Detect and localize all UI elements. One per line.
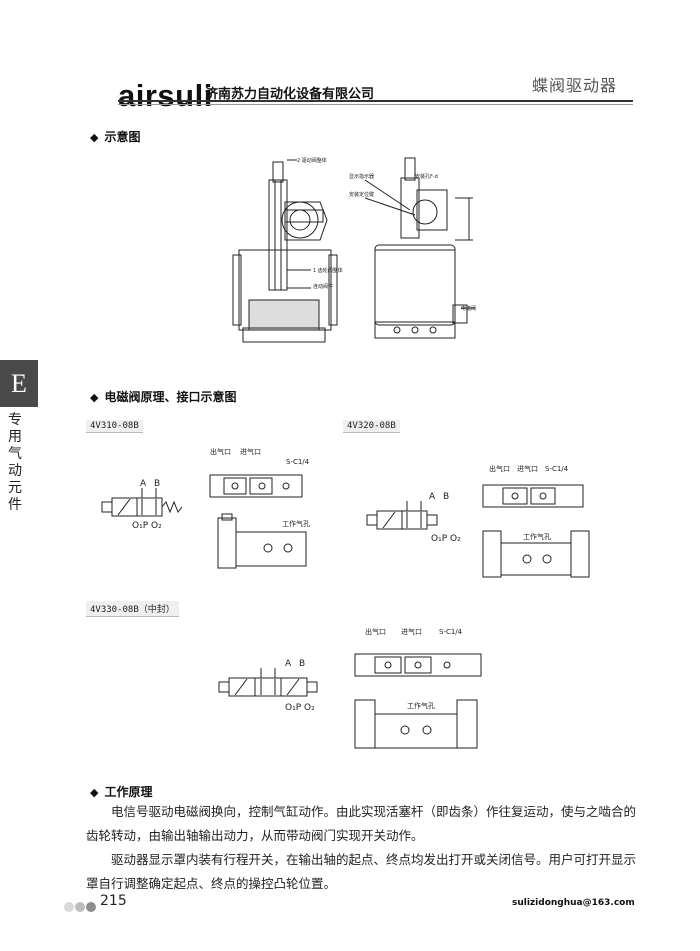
label-port-size: S-C1/4 — [286, 458, 310, 466]
section-diagram-title-text: 示意图 — [104, 130, 141, 144]
company-name: 济南苏力自动化设备有限公司 — [205, 87, 375, 102]
label-mount-hole: 安装孔F-d — [415, 173, 438, 180]
port-a: A — [429, 492, 436, 502]
port-o1-p-o2: O₁P O₂ — [431, 534, 461, 544]
label-link-valve: 连动阀件 — [313, 283, 333, 290]
valve-4v310-diagram: A B O₁P O₂ 出气口 进气口 S-C1/4 工作气孔 — [101, 447, 310, 569]
label-work-port: 工作气孔 — [282, 519, 310, 528]
section-working-title: ◆ 工作原理 — [90, 783, 152, 800]
page-dots — [64, 897, 97, 916]
diamond-bullet-icon: ◆ — [90, 131, 99, 144]
port-b: B — [443, 492, 449, 502]
label-gear-valve: 1 齿轮阀整体 — [313, 267, 343, 274]
port-b: B — [299, 659, 305, 669]
valve-4v330-diagram: A B O₁P O₂ 出气口 进气口 S-C1/4 工作气孔 — [218, 627, 482, 749]
model-label-330: 4V330-08B（中封） — [86, 601, 179, 617]
label-inlet: 进气口 — [240, 447, 261, 456]
working-paragraph-1: 电信号驱动电磁阀换向，控制气缸动作。由此实现活塞杆（即齿条）作往复运动，使与之啮… — [86, 804, 637, 843]
section-solenoid-title: ◆ 电磁阀原理、接口示意图 — [90, 388, 236, 405]
port-b: B — [154, 479, 160, 489]
label-port-size: S-C1/4 — [439, 628, 463, 636]
label-outlet: 出气口 — [210, 447, 231, 456]
shaft-top-left — [272, 161, 284, 183]
section-diagram-title: ◆ 示意图 — [90, 128, 140, 145]
shaft-left — [268, 179, 288, 291]
label-work-port: 工作气孔 — [407, 701, 435, 710]
label-work-port: 工作气孔 — [523, 532, 551, 541]
port-o1-p-o2: O₁P O₂ — [132, 521, 162, 531]
section-tab: E — [0, 360, 38, 407]
label-drive-valve: 2 驱动阀整体 — [297, 157, 327, 164]
header-rule-thin — [118, 104, 633, 105]
brand-logo: airsuli — [118, 78, 213, 113]
dot-icon — [64, 902, 74, 912]
section-tab-label: 专用气动元件 — [8, 412, 22, 513]
port-a: A — [140, 479, 147, 489]
cylinder-right — [374, 244, 456, 326]
label-inlet: 进气口 — [401, 627, 422, 636]
label-indicator: 显示指示器 — [349, 173, 374, 180]
label-outlet: 出气口 — [365, 627, 386, 636]
dot-icon — [75, 902, 85, 912]
page-category: 蝶阀驱动器 — [532, 76, 618, 95]
label-outlet: 出气口 — [489, 464, 510, 473]
model-label-310: 4V310-08B — [86, 420, 143, 433]
label-solenoid: 电磁阀 — [461, 305, 476, 312]
header-rule — [118, 100, 633, 102]
label-positioning-key: 安装定位键 — [349, 191, 374, 198]
contact-email: sulizidonghua@163.com — [512, 898, 635, 908]
valve-4v320-diagram: A B O₁P O₂ 出气口 进气口 S-C1/4 工作气孔 — [366, 464, 590, 578]
model-label-320: 4V320-08B — [343, 420, 400, 433]
working-paragraph-2: 驱动器显示罩内装有行程开关，在输出轴的起点、终点均发出打开或关闭信号。用户可打开… — [86, 852, 637, 891]
diamond-bullet-icon: ◆ — [90, 786, 99, 799]
actuator-drawing: 2 驱动阀整体 1 齿轮阀整体 连动阀件 显示指示器 安装孔F-d 安装定位键 … — [232, 157, 476, 343]
dot-icon — [86, 902, 96, 912]
port-o1-p-o2: O₁P O₂ — [285, 703, 315, 713]
section-working-title-text: 工作原理 — [104, 785, 153, 799]
port-a: A — [285, 659, 292, 669]
diamond-bullet-icon: ◆ — [90, 391, 99, 404]
page-number: 215 — [100, 893, 127, 909]
label-inlet: 进气口 — [517, 464, 538, 473]
label-port-size: S-C1/4 — [545, 465, 569, 473]
section-solenoid-title-text: 电磁阀原理、接口示意图 — [104, 390, 237, 404]
